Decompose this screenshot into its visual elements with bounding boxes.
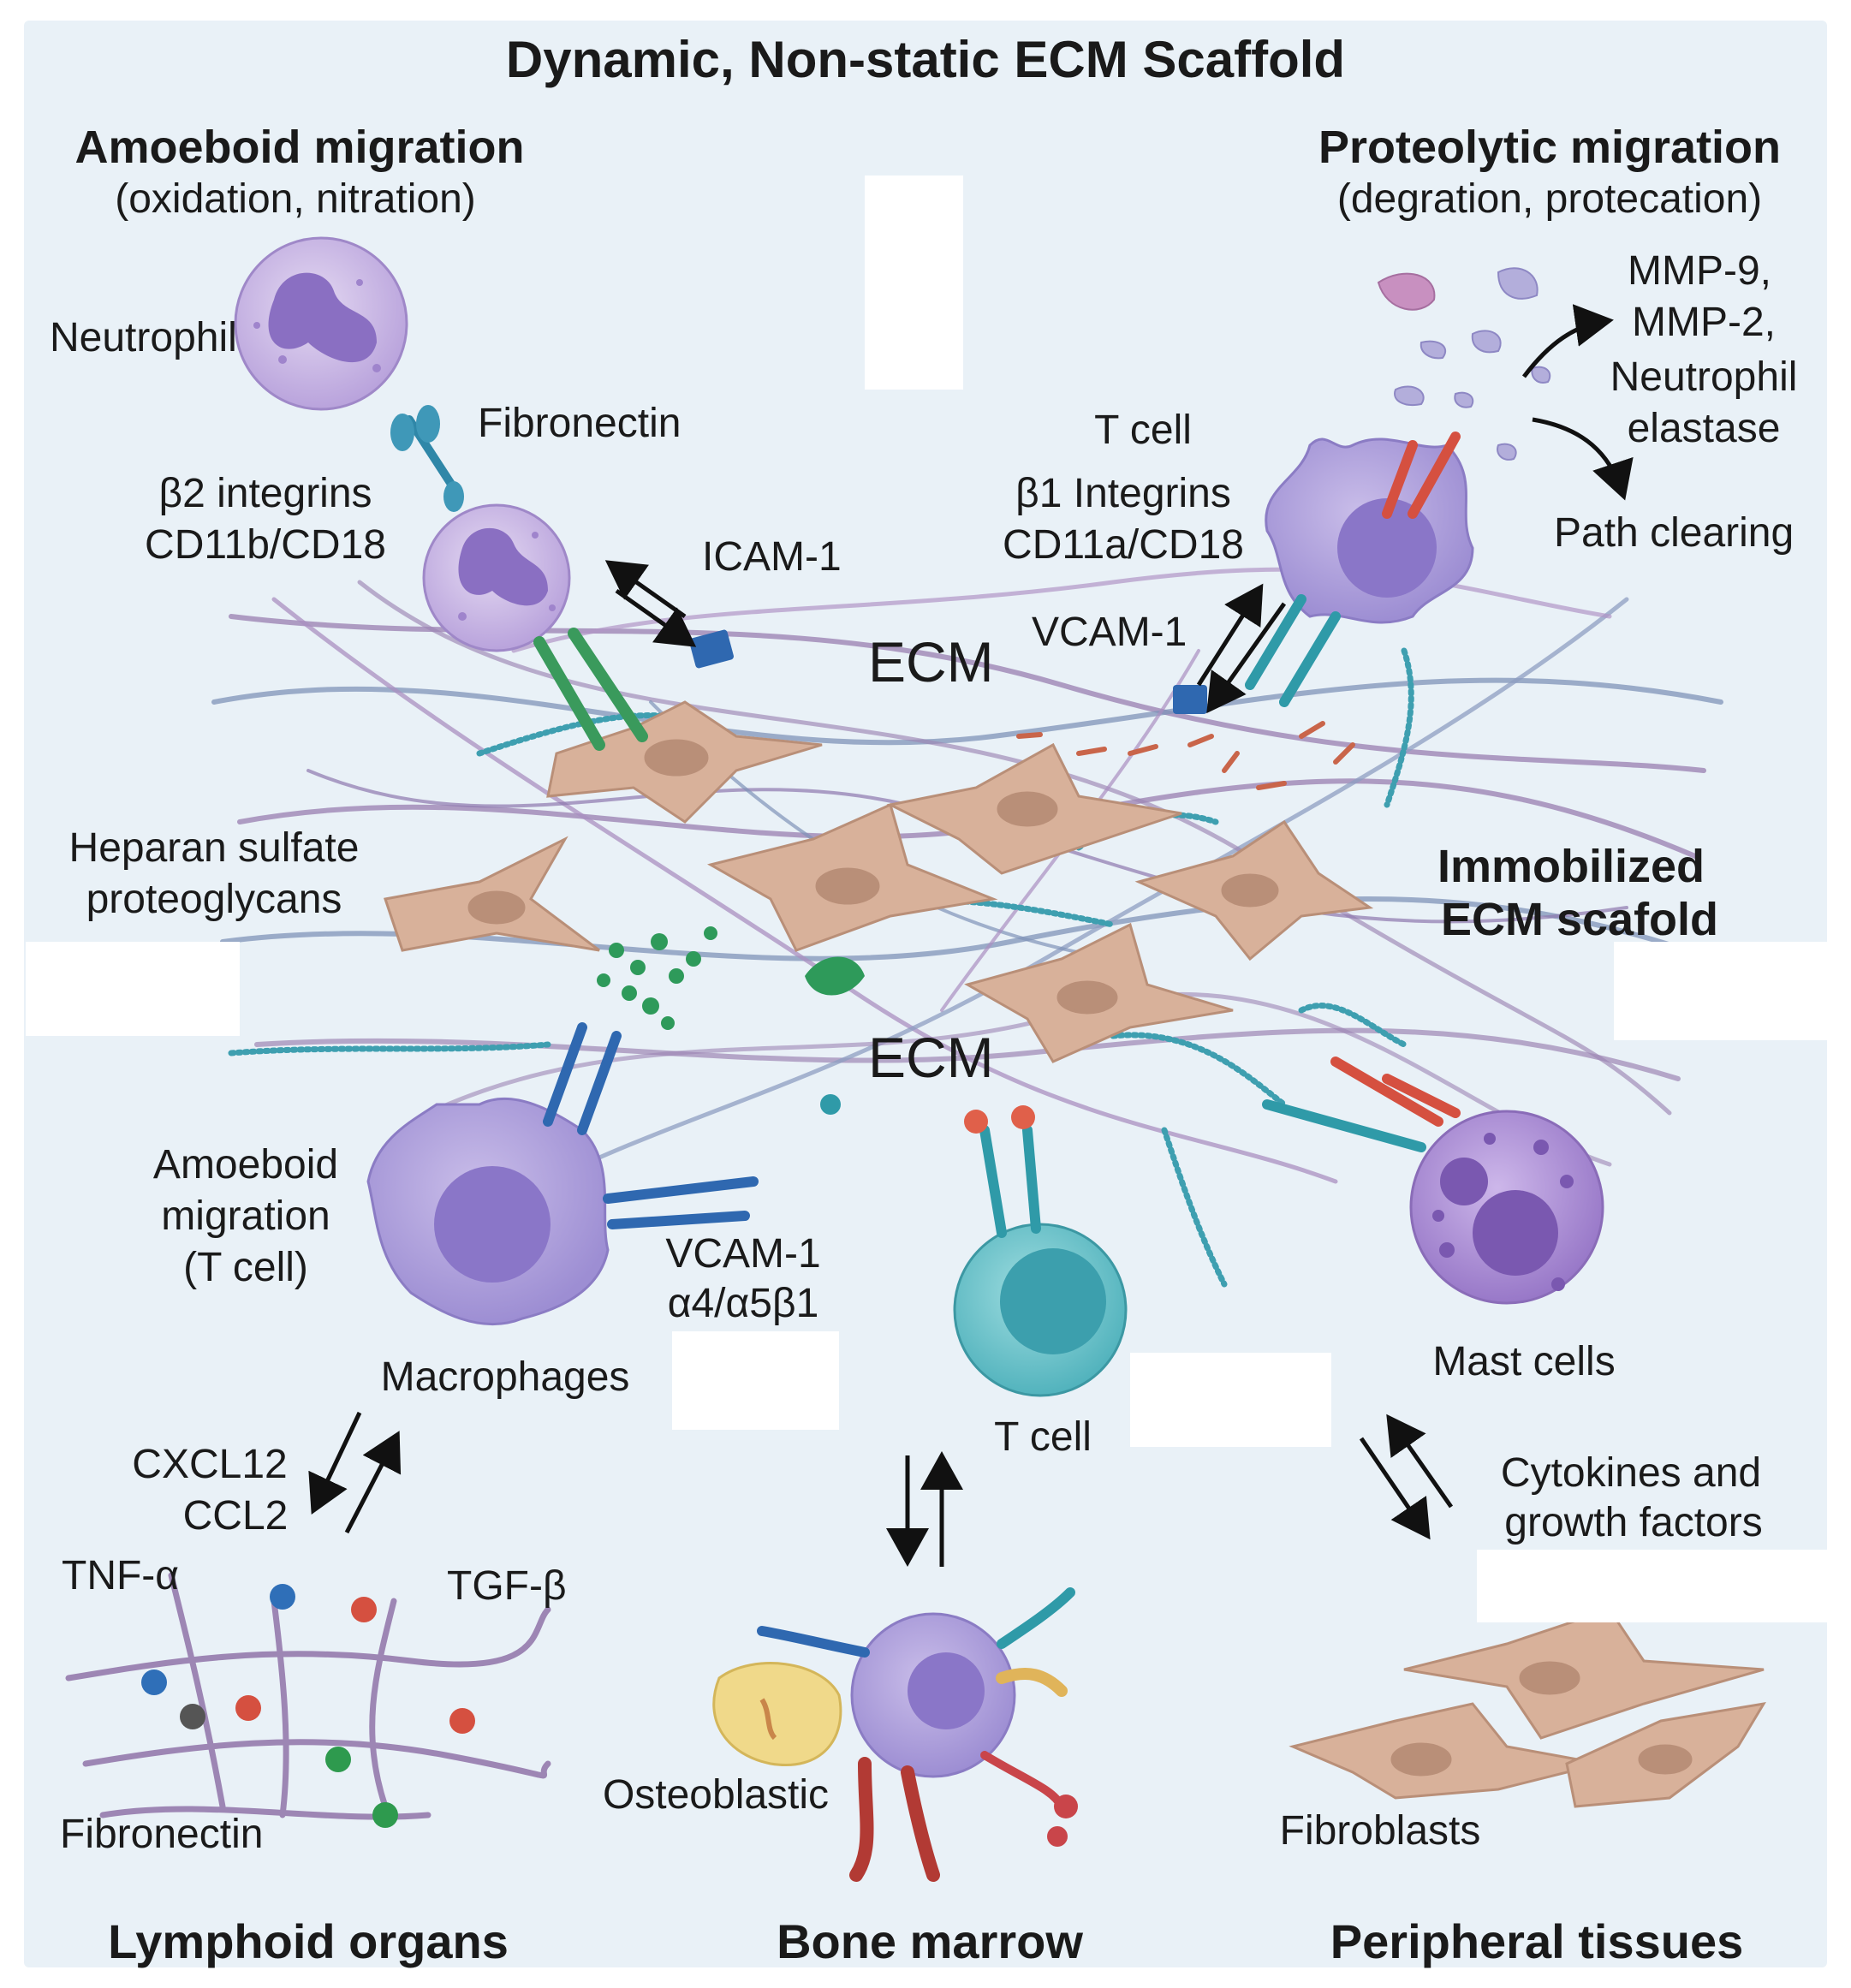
label-fibroblasts: Fibroblasts — [1279, 1808, 1481, 1854]
label-tgf-b: TGF-β — [447, 1563, 567, 1609]
label-amoeboid-t-1: Amoeboid — [152, 1142, 339, 1187]
b1-integrin-red — [1382, 432, 1461, 519]
right-header-title: Proteolytic migration — [1318, 122, 1782, 173]
label-amoeboid-t-3: (T cell) — [183, 1245, 308, 1290]
label-a4a5b1: α4/α5β1 — [667, 1281, 819, 1326]
proteoglycan-cluster — [597, 926, 865, 1115]
label-vcam1-mid: VCAM-1 — [665, 1231, 821, 1277]
masked-region — [1477, 1550, 1828, 1622]
label-neutrophil: Neutrophil — [50, 315, 237, 360]
label-osteoblastic: Osteoblastic — [602, 1772, 830, 1818]
label-b2-integrins: β2 integrins — [158, 471, 372, 516]
right-header-subtitle: (degration, protecation) — [1336, 176, 1763, 222]
masked-region — [1614, 942, 1828, 1040]
label-vcam1-top: VCAM-1 — [1032, 610, 1187, 655]
label-ecm-top: ECM — [868, 630, 994, 693]
label-macrophages: Macrophages — [380, 1354, 630, 1400]
icam1-molecule — [689, 629, 734, 669]
label-neutrophil-elastase-2: elastase — [1627, 406, 1781, 451]
macrophage — [366, 1097, 610, 1326]
left-header-title: Amoeboid migration — [74, 122, 525, 173]
label-heparan-1: Heparan sulfate — [68, 825, 360, 871]
b1-integrin-teal — [1245, 594, 1341, 707]
footer-peripheral-tissues: Peripheral tissues — [1330, 1914, 1744, 1968]
label-cytokines-2: growth factors — [1504, 1500, 1763, 1545]
mast-cell-receptors — [1262, 1056, 1461, 1152]
t-cell-mid — [953, 1223, 1128, 1397]
t-cell-top — [1265, 437, 1474, 624]
footer-bone-marrow: Bone marrow — [777, 1914, 1083, 1968]
b2-integrin-receptors — [533, 628, 648, 751]
neutrophil-bound — [422, 503, 571, 652]
label-t-cell-mid: T cell — [994, 1414, 1092, 1460]
label-neutrophil-elastase-1: Neutrophil — [1610, 354, 1798, 400]
bone-marrow-cells — [712, 1587, 1078, 1882]
masked-region — [865, 176, 963, 390]
masked-region — [26, 942, 240, 1036]
mast-cell — [1409, 1110, 1604, 1305]
label-path-clearing: Path clearing — [1554, 510, 1794, 556]
peripheral-fibroblasts — [1289, 1608, 1766, 1808]
label-immobilized-2: ECM scafold — [1440, 894, 1719, 945]
label-immobilized-1: Immobilized — [1437, 841, 1705, 892]
lymphoid-network — [65, 1572, 551, 1828]
label-b1-integrins: β1 Integrins — [1015, 471, 1231, 516]
label-heparan-2: proteoglycans — [86, 877, 342, 922]
label-mmp9: MMP-9, — [1628, 248, 1771, 294]
label-ccl2: CCL2 — [182, 1493, 289, 1539]
left-header-subtitle: (oxidation, nitration) — [115, 176, 476, 222]
mmp-enzymes — [1377, 267, 1551, 461]
label-cd11a-cd18: CD11a/CD18 — [1003, 522, 1244, 568]
label-t-cell-top: T cell — [1094, 408, 1192, 453]
ecm-stromal-cells — [384, 700, 1374, 1063]
label-tnf-a: TNF-α — [62, 1553, 180, 1598]
t-cell-mid-integrins — [979, 1125, 1041, 1238]
label-fibronectin-top: Fibronectin — [478, 401, 681, 446]
label-amoeboid-t-2: migration — [161, 1193, 330, 1239]
label-cxcl12: CXCL12 — [132, 1442, 288, 1487]
label-cytokines-1: Cytokines and — [1500, 1450, 1762, 1496]
vcam1-molecule-top — [1173, 685, 1207, 714]
diagram-title: Dynamic, Non-static ECM Scaffold — [505, 31, 1346, 88]
macrophage-integrins — [543, 1022, 759, 1229]
t-cell-ligands — [964, 1105, 1035, 1134]
migration-arrows — [308, 304, 1634, 1567]
neutrophil-top — [234, 236, 408, 411]
label-fibronectin-bottom: Fibronectin — [60, 1812, 264, 1857]
label-mmp2: MMP-2, — [1632, 300, 1776, 345]
label-mast-cells: Mast cells — [1432, 1339, 1616, 1384]
masked-region — [1130, 1353, 1331, 1447]
masked-region — [672, 1331, 839, 1430]
ecm-fragments — [1016, 721, 1355, 790]
footer-lymphoid-organs: Lymphoid organs — [108, 1914, 509, 1968]
label-ecm-mid: ECM — [868, 1026, 994, 1089]
fibronectin-linker — [390, 405, 464, 512]
label-icam1: ICAM-1 — [702, 534, 842, 580]
label-cd11b-cd18: CD11b/CD18 — [145, 522, 386, 568]
